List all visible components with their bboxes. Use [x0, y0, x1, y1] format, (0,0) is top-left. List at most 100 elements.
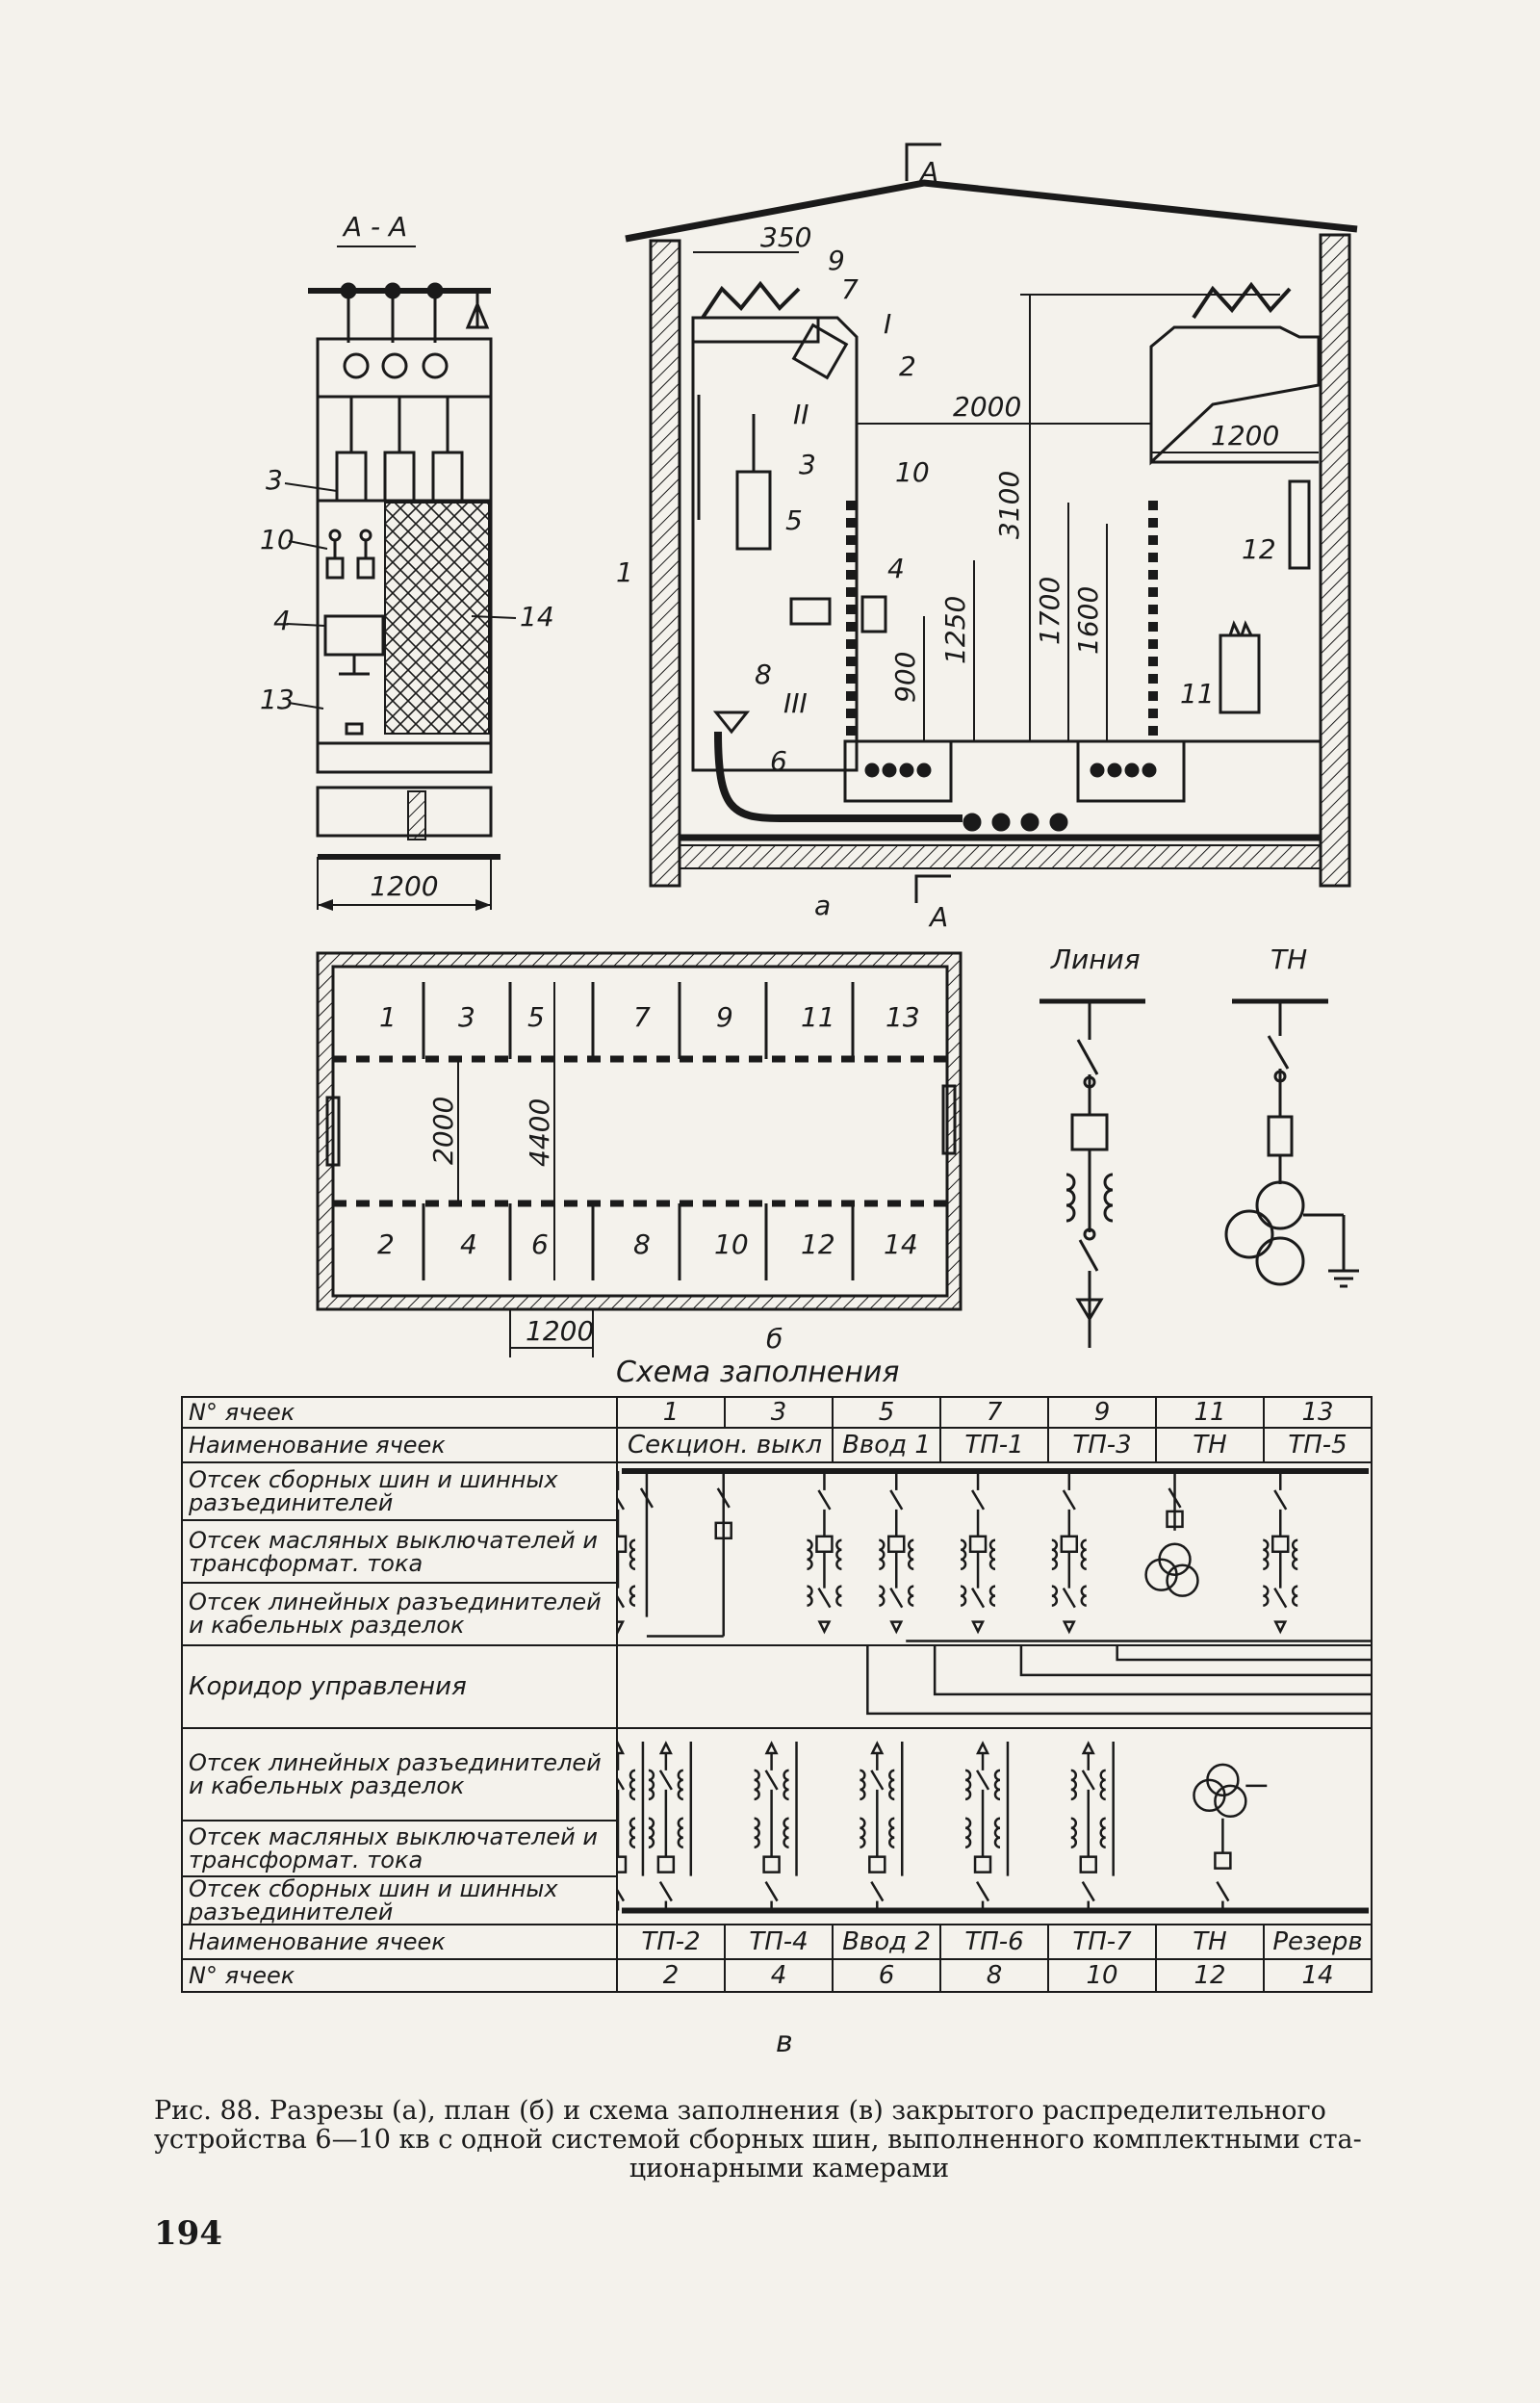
svg-text:III: III — [783, 687, 808, 719]
dim-1200-left: 1200 — [370, 870, 438, 902]
svg-text:9: 9 — [716, 1001, 733, 1033]
row-label-cell-no2: N° ячеек — [181, 1957, 618, 1993]
svg-text:2: 2 — [899, 350, 916, 382]
svg-text:12: 12 — [801, 1228, 835, 1260]
bottom-name: ТП-6 — [939, 1923, 1049, 1960]
top-name: ТП-3 — [1047, 1427, 1157, 1463]
svg-text:6: 6 — [531, 1228, 549, 1260]
section-a-building — [625, 179, 1358, 888]
top-scheme-drawing — [618, 1467, 1371, 1642]
bottom-scheme-drawing — [618, 1740, 1370, 1914]
top-name: ТП-5 — [1263, 1427, 1373, 1463]
line-and-tn-schemes: Линия ТН — [1040, 943, 1359, 1348]
figure-b-plan: 1 3 5 7 9 11 13 2 4 6 8 10 12 14 2000 44… — [316, 951, 962, 1357]
top-number: 9 — [1047, 1396, 1157, 1429]
svg-text:II: II — [793, 399, 809, 430]
caption-line-3: ционарными камерами — [629, 2154, 950, 2183]
dim-1600: 1600 — [1072, 586, 1104, 655]
bottom-number: 14 — [1263, 1957, 1373, 1993]
row-label-busbar: Отсек сборных шин и шинных разъединителе… — [181, 1460, 618, 1522]
row-label-line-disc: Отсек линейных разъединителей и кабельны… — [181, 1581, 618, 1646]
top-number: 5 — [832, 1396, 941, 1429]
bottom-number: 12 — [1155, 1957, 1265, 1993]
top-name: ТН — [1155, 1427, 1265, 1463]
section-a-callouts: 9 7 I 2 II 3 10 5 4 1 8 III 6 12 11 — [616, 245, 1276, 777]
bottom-name: ТН — [1155, 1923, 1265, 1960]
top-scheme-area — [616, 1461, 1373, 1646]
bottom-number: 6 — [832, 1957, 941, 1993]
section-mark-bottom: A — [928, 901, 948, 933]
callout-10-left: 10 — [260, 524, 295, 556]
dim-1200-right: 1200 — [1211, 420, 1279, 452]
dim-2000: 2000 — [953, 391, 1021, 423]
subfig-a-label: a — [814, 890, 831, 921]
top-name: Секцион. выкл — [616, 1427, 834, 1463]
caption-line-1: Рис. 88. Разрезы (а), план (б) и схема з… — [154, 2096, 1326, 2126]
plan-dim-4400: 4400 — [524, 1098, 555, 1167]
scheme-tn-title: ТН — [1270, 943, 1307, 975]
row-label-cell-no: N° ячеек — [181, 1396, 618, 1429]
bottom-name: Ввод 2 — [832, 1923, 941, 1960]
svg-text:4: 4 — [460, 1228, 477, 1260]
section-aa-title: A - A — [342, 211, 407, 243]
bottom-name: ТП-7 — [1047, 1923, 1157, 1960]
svg-text:4: 4 — [887, 553, 905, 584]
dim-3100: 3100 — [993, 471, 1025, 539]
scheme-line-title: Линия — [1050, 943, 1141, 975]
bottom-scheme-area — [616, 1726, 1373, 1925]
row-label-line-disc2: Отсек линейных разъединителей и кабельны… — [181, 1726, 618, 1822]
top-number: 3 — [724, 1396, 834, 1429]
row-label-busbar2: Отсек сборных шин и шинных разъединителе… — [181, 1874, 618, 1925]
svg-text:8: 8 — [755, 659, 772, 690]
top-number: 7 — [939, 1396, 1049, 1429]
dim-1700: 1700 — [1034, 577, 1065, 645]
plan-bottom-cells: 2 4 6 8 10 12 14 — [377, 1228, 918, 1260]
top-name: ТП-1 — [939, 1427, 1049, 1463]
figure-a-sections: A - A 1200 3 10 4 13 14 — [260, 142, 1358, 933]
svg-text:6: 6 — [770, 745, 787, 777]
svg-text:1: 1 — [616, 556, 633, 588]
bottom-name: Резерв — [1263, 1923, 1373, 1960]
dim-1250: 1250 — [939, 596, 971, 664]
plan-dim-1200: 1200 — [526, 1315, 594, 1347]
svg-text:9: 9 — [828, 245, 845, 276]
plan-top-cells: 1 3 5 7 9 11 13 — [379, 1001, 920, 1033]
plan-dim-2000: 2000 — [427, 1097, 459, 1165]
svg-text:11: 11 — [1180, 678, 1215, 710]
bottom-number: 10 — [1047, 1957, 1157, 1993]
svg-text:13: 13 — [886, 1001, 920, 1033]
row-label-breaker: Отсек масляных выключателей и трансформа… — [181, 1519, 618, 1584]
bottom-number: 8 — [939, 1957, 1049, 1993]
dim-350: 350 — [760, 221, 811, 253]
corridor-area — [616, 1643, 1373, 1729]
section-aa-drawing — [308, 282, 500, 911]
bottom-number: 4 — [724, 1957, 834, 1993]
table-title: Схема заполнения — [616, 1356, 900, 1389]
bottom-name: ТП-4 — [724, 1923, 834, 1960]
subfig-b-label: б — [766, 1323, 783, 1355]
figure-caption: Рис. 88. Разрезы (а), план (б) и схема з… — [154, 2097, 1424, 2183]
svg-text:5: 5 — [785, 504, 803, 536]
svg-text:10: 10 — [714, 1228, 749, 1260]
dim-900: 900 — [889, 652, 921, 703]
svg-text:2: 2 — [377, 1228, 395, 1260]
row-label-cell-name2: Наименование ячеек — [181, 1923, 618, 1960]
svg-text:10: 10 — [895, 456, 930, 488]
svg-text:5: 5 — [527, 1001, 545, 1033]
top-name: Ввод 1 — [832, 1427, 941, 1463]
svg-text:3: 3 — [799, 449, 816, 480]
row-top-numbers: N° ячеек 1 3 5 7 9 11 13 — [181, 1396, 1373, 1429]
svg-text:14: 14 — [884, 1228, 918, 1260]
callout-13-left: 13 — [260, 684, 295, 715]
svg-text:3: 3 — [458, 1001, 475, 1033]
callout-14-left: 14 — [520, 601, 554, 633]
svg-text:7: 7 — [633, 1001, 651, 1033]
row-label-cell-name: Наименование ячеек — [181, 1427, 618, 1463]
callout-3-left: 3 — [266, 464, 283, 496]
row-label-corridor: Коридор управления — [181, 1643, 618, 1729]
subfig-v-label: в — [776, 2026, 793, 2059]
row-top-names: Наименование ячеек Секцион. выкл Ввод 1 … — [181, 1427, 1373, 1463]
top-number: 13 — [1263, 1396, 1373, 1429]
svg-text:7: 7 — [841, 273, 859, 305]
top-number: 11 — [1155, 1396, 1265, 1429]
